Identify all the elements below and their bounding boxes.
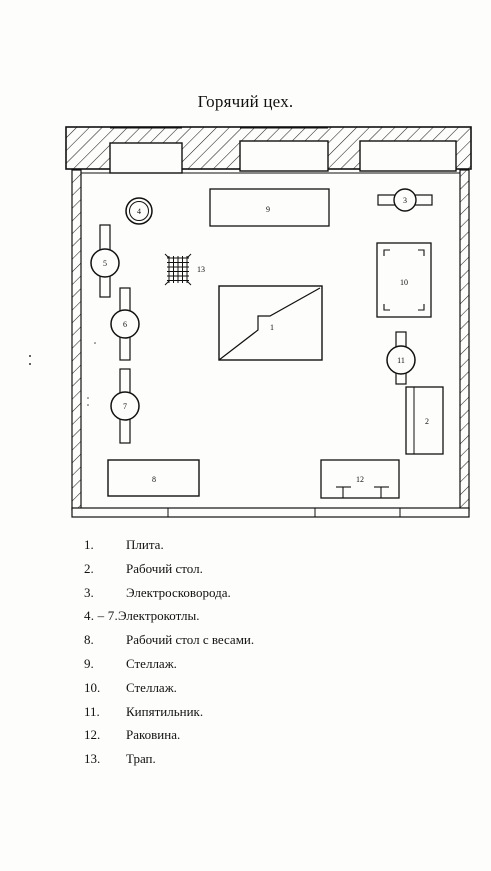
window-3 [359, 140, 457, 172]
legend-number: 9. [84, 655, 94, 671]
legend-number: 4. – 7. [84, 608, 118, 624]
window-1 [109, 142, 183, 174]
legend-text: Рабочий стол. [126, 560, 203, 576]
legend-text: Трап. [126, 751, 156, 767]
equipment-2-work-table: 2 [405, 386, 444, 455]
legend-item: 10. Стеллаж. [84, 676, 464, 700]
legend-number: 2. [84, 560, 94, 576]
label-9: 9 [266, 205, 270, 214]
bottom-wall [71, 507, 470, 518]
legend-text: Раковина. [126, 727, 181, 743]
label-8: 8 [152, 475, 156, 484]
equipment-3-frying-pan: 3 [377, 188, 433, 212]
equipment-8-table-with-scales: 8 [107, 459, 200, 497]
legend-text: Электросковорода. [126, 584, 231, 600]
legend-text: Электрокотлы. [118, 608, 200, 624]
equipment-10-shelving: 10 [376, 242, 432, 318]
equipment-5-boiler: 5 [90, 224, 120, 298]
label-5: 5 [103, 259, 107, 268]
label-12: 12 [356, 475, 364, 484]
label-6: 6 [123, 320, 127, 329]
label-3: 3 [403, 196, 407, 205]
top-wall [65, 126, 472, 174]
legend-item: 8. Рабочий стол с весами. [84, 628, 464, 652]
label-4: 4 [137, 207, 141, 216]
diagram-title: Горячий цех. [197, 92, 294, 111]
legend-item: 1. Плита. [84, 533, 464, 557]
legend-text: Стеллаж. [126, 655, 177, 671]
legend-text: Рабочий стол с весами. [126, 632, 255, 648]
label-10: 10 [400, 278, 408, 287]
legend-text: Кипятильник. [126, 703, 204, 719]
legend-text: Плита. [126, 537, 164, 552]
equipment-12-sink: 12 [320, 459, 400, 499]
window-2 [239, 140, 329, 172]
legend-number: 11. [84, 703, 100, 719]
label-1: 1 [270, 323, 274, 332]
right-wall [459, 169, 470, 511]
legend-item: 4. – 7. Электрокотлы. [84, 604, 464, 628]
equipment-4-boiler: 4 [125, 197, 153, 225]
legend-item: 13. Трап. [84, 747, 464, 771]
legend-item: 9. Стеллаж. [84, 652, 464, 676]
legend-item: 3. Электросковорода. [84, 581, 464, 605]
legend: 1. Плита. 2. Рабочий стол. 3. Электроско… [84, 533, 464, 771]
equipment-6-boiler: 6 [110, 287, 140, 361]
equipment-11-water-boiler: 11 [386, 331, 416, 385]
legend-item: 12. Раковина. [84, 723, 464, 747]
label-11: 11 [397, 356, 405, 365]
label-7: 7 [123, 402, 127, 411]
legend-number: 12. [84, 727, 101, 743]
legend-number: 10. [84, 679, 101, 695]
legend-text: Стеллаж. [126, 679, 177, 695]
equipment-13-floor-drain: 13 [164, 253, 205, 286]
label-2: 2 [425, 417, 429, 426]
legend-number: 3. [84, 584, 94, 600]
legend-number: 13. [84, 751, 101, 767]
legend-number: 8. [84, 632, 94, 648]
label-13: 13 [197, 265, 205, 274]
equipment-1-stove: 1 [218, 285, 323, 361]
legend-item: 2. Рабочий стол. [84, 557, 464, 581]
equipment-9-shelving: 9 [209, 188, 330, 227]
equipment-7-boiler: 7 [110, 368, 140, 444]
legend-number: 1. [84, 537, 94, 552]
left-wall [71, 169, 82, 511]
legend-item: 11. Кипятильник. [84, 700, 464, 724]
